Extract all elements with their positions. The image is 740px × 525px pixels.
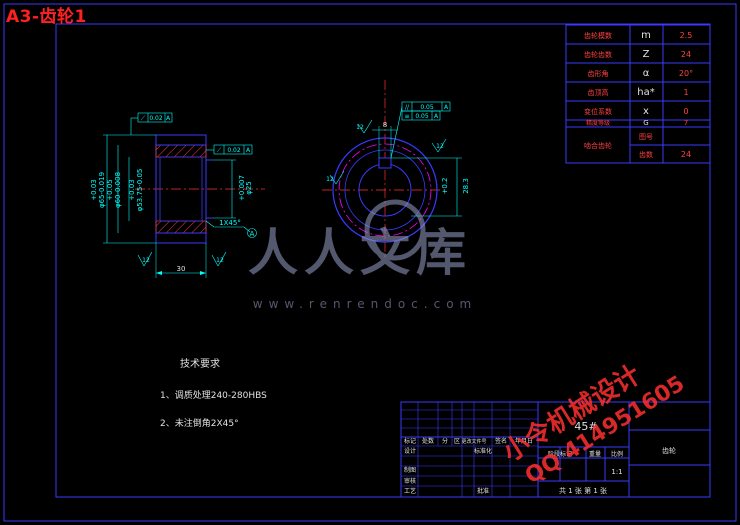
dim-left-mid-tol: +0.05 <box>106 179 114 200</box>
lower-hatch <box>155 220 207 234</box>
param-name-3: 齿顶高 <box>588 88 609 97</box>
param-symbol-2: α <box>643 68 650 79</box>
symmetry-datum: A <box>434 113 439 120</box>
param-value-2: 20° <box>679 69 693 78</box>
param-value-3: 1 <box>683 88 688 97</box>
tb-material: 45# <box>574 420 597 433</box>
tech-heading: 技术要求 <box>180 357 220 370</box>
runout-datum: A <box>246 147 251 154</box>
dim-right-bore-tol: +0.007 <box>238 175 246 201</box>
symmetry-symbol-icon: ≡ <box>404 113 409 120</box>
tb-part-name: 齿轮 <box>662 446 676 455</box>
tb-scale-value: 1:1 <box>611 468 622 476</box>
dim-left-mid: φ60-0.008 <box>114 172 122 208</box>
pitch-circle <box>338 143 432 237</box>
root-circle <box>344 149 426 231</box>
tech-requirements: 技术要求 1、调质处理240-280HBS 2、未注倒角2X45° <box>160 357 267 429</box>
width-dim: 30 <box>177 265 186 273</box>
param-name-2: 齿形角 <box>588 69 609 78</box>
gear-params-table: 齿轮模数 m 2.5 齿轮齿数 Z 24 齿形角 α 20° 齿顶高 ha* 1… <box>565 24 711 164</box>
watermark-logo: 人人文库 www.renrendoc.com <box>248 199 477 311</box>
gear-front-section-view: +0.03 φ65-0.019 +0.05 φ60-0.008 +0.03 φ5… <box>90 112 265 278</box>
param-symbol-4: x <box>643 106 649 117</box>
tb-weight: 重量 <box>589 450 601 458</box>
param-value-0: 2.5 <box>680 31 693 40</box>
tb-review: 审核 <box>404 477 416 485</box>
runout-symbol-icon: ⟋ <box>217 147 222 154</box>
tech-item-2: 2、未注倒角2X45° <box>160 417 239 429</box>
param-symbol-3: ha* <box>637 87 654 98</box>
addendum-circle <box>332 137 438 243</box>
key-depth-dim: 28.3 <box>462 178 470 194</box>
tb-label-sign: 签名 <box>495 437 507 445</box>
chamfer-note: 1X45° <box>219 219 241 227</box>
flatness-value: 0.02 <box>149 115 163 122</box>
parallel-symbol-icon: // <box>405 104 410 111</box>
tb-draw: 制图 <box>404 466 416 474</box>
param-mesh-sub2: 齿数 <box>639 150 653 159</box>
param-mesh-name: 啮合齿轮 <box>584 141 612 150</box>
inner-border <box>55 23 711 498</box>
param-symbol-1: Z <box>643 49 650 60</box>
tb-stage: 阶段标记 <box>548 450 572 458</box>
watermark-logo-text: 人人文库 <box>248 224 472 282</box>
flatness-symbol-icon: ⟋ <box>141 115 146 122</box>
dim-left-outer-tol: +0.03 <box>90 179 98 200</box>
gear-side-view: // 0.05 A ≡ 0.05 A 8 +0.2 28.3 12 12 12 <box>322 80 470 258</box>
watermark-stamp: 小令机械设计 QQ 414951605 <box>497 359 689 489</box>
dim-right-bore: φ25 <box>245 181 253 195</box>
symmetry-value: 0.05 <box>415 113 429 120</box>
tb-process: 工艺 <box>404 487 416 495</box>
param-name-5: 精度等级 <box>586 119 610 127</box>
param-value-5: 7 <box>684 119 688 127</box>
dim-left-inner-tol: +0.03 <box>128 179 136 200</box>
rough-left: 12 <box>142 257 150 264</box>
logo-ring-icon <box>364 199 426 261</box>
tb-std: 标准化 <box>474 447 492 455</box>
dim-left-outer: φ65-0.019 <box>98 172 106 208</box>
param-name-1: 齿轮齿数 <box>584 50 612 59</box>
watermark-site: www.renrendoc.com <box>253 297 477 311</box>
tb-design: 设计 <box>404 447 416 455</box>
datum-label: A <box>250 230 255 238</box>
parallel-value: 0.05 <box>420 104 434 111</box>
rough-a: 12 <box>356 124 364 131</box>
tb-label-zone: 区 <box>454 438 460 445</box>
dim-left-inner: φ53.75-0.05 <box>136 169 144 212</box>
param-name-0: 齿轮模数 <box>584 31 612 40</box>
tb-label-count: 处数 <box>422 437 434 445</box>
key-depth-tol: +0.2 <box>441 178 449 195</box>
param-value-4: 0 <box>683 107 688 116</box>
tb-scale: 比例 <box>611 450 623 458</box>
datum-circle-icon <box>247 228 257 238</box>
param-name-4: 变位系数 <box>584 107 612 116</box>
upper-hatch <box>155 144 207 158</box>
param-symbol-5: G <box>643 119 648 127</box>
parallel-datum: A <box>444 104 449 111</box>
rough-right: 12 <box>216 257 224 264</box>
runout-value: 0.02 <box>227 147 241 154</box>
tb-label-mark: 标记 <box>404 437 416 445</box>
tb-label-change: 更改文件号 <box>461 438 486 445</box>
keyway <box>378 157 392 169</box>
title-block: 标记 处数 分 区 更改文件号 签名 年月日 设计 制图 审核 工艺 标准化 批… <box>400 401 711 498</box>
tb-label-date: 年月日 <box>515 437 533 445</box>
outer-border <box>3 3 737 522</box>
key-width-dim: 8 <box>383 121 387 129</box>
param-value-1: 24 <box>681 50 691 59</box>
flatness-datum: A <box>166 115 171 122</box>
param-mesh-value: 24 <box>681 150 691 159</box>
tb-label-div: 分 <box>442 437 448 445</box>
tb-approve: 批准 <box>477 487 489 495</box>
rough-b: 12 <box>436 143 444 150</box>
tech-item-1: 1、调质处理240-280HBS <box>160 389 267 401</box>
tb-sheets: 共 1 张 第 1 张 <box>559 486 607 495</box>
sheet-title: A3-齿轮1 <box>6 7 87 27</box>
param-symbol-0: m <box>641 30 651 41</box>
param-mesh-sub1: 图号 <box>639 133 653 141</box>
rough-c: 12 <box>326 176 334 183</box>
